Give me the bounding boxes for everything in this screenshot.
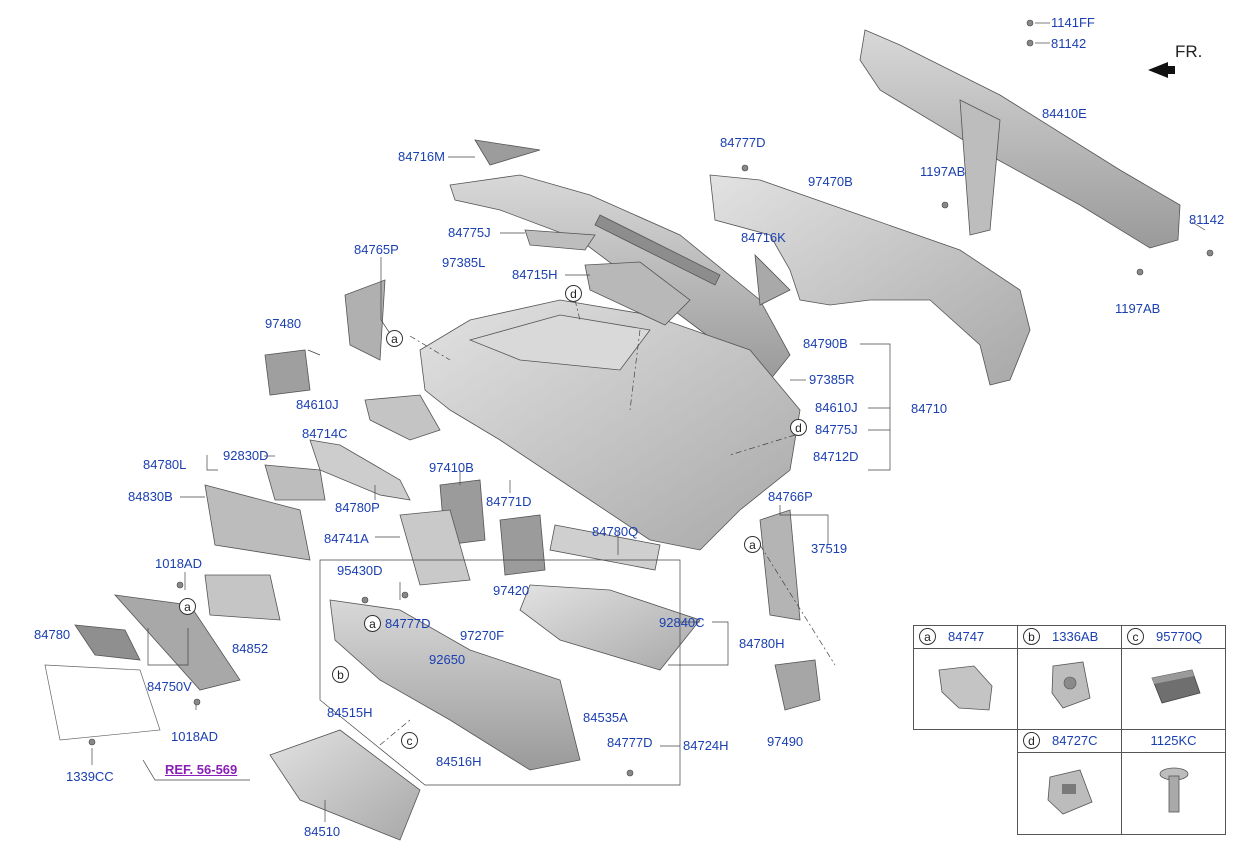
part-label[interactable]: 97410B (429, 460, 474, 475)
legend-part[interactable]: 95770Q (1156, 629, 1203, 644)
reference-link[interactable]: REF. 56-569 (165, 762, 238, 777)
part-label[interactable]: 1339CC (66, 769, 114, 784)
callout-circle: b (332, 666, 349, 683)
part-label[interactable]: 84610J (296, 397, 339, 412)
legend-part[interactable]: 1336AB (1052, 629, 1099, 644)
legend-header: c 95770Q (1122, 626, 1225, 649)
part-label[interactable]: 84710 (911, 401, 948, 416)
part-label[interactable]: 97270F (460, 628, 505, 643)
part-label[interactable]: 84780L (143, 457, 187, 472)
part-label[interactable]: 81142 (1051, 36, 1087, 51)
part-label[interactable]: 92650 (429, 652, 466, 667)
part-label[interactable]: 1018AD (155, 556, 202, 571)
legend-letter: c (1127, 628, 1144, 645)
part-label[interactable]: 84780Q (592, 524, 639, 539)
legend-header: b 1336AB (1018, 626, 1121, 649)
retainer-clip-icon (1047, 769, 1093, 815)
part-label[interactable]: 97490 (767, 734, 804, 749)
part-label[interactable]: 84830B (128, 489, 173, 504)
part-label[interactable]: 84410E (1042, 106, 1087, 121)
part-label[interactable]: 84516H (436, 754, 482, 769)
part-label[interactable]: 84771D (486, 494, 532, 509)
fastener-legend: a 84747 b 1336AB c 95770Q d 84727C (913, 625, 1226, 835)
part-label[interactable]: 84780 (34, 627, 71, 642)
legend-header: 1125KC (1122, 730, 1225, 753)
legend-cell-c[interactable]: c 95770Q (1121, 625, 1226, 730)
part-label[interactable]: 84780H (739, 636, 785, 651)
part-label[interactable]: 84780P (335, 500, 380, 515)
part-label[interactable]: 84715H (512, 267, 558, 282)
legend-part[interactable]: 84747 (948, 629, 985, 644)
legend-letter: a (919, 628, 936, 645)
legend-letter: d (1023, 732, 1040, 749)
legend-cell-b[interactable]: b 1336AB (1017, 625, 1122, 730)
main-dash-panel (419, 299, 801, 551)
part-label[interactable]: 84716K (741, 230, 786, 245)
part-label[interactable]: 97385L (442, 255, 486, 270)
part-label[interactable]: 92840C (659, 615, 705, 630)
cross-car-beam (859, 29, 1181, 249)
part-label[interactable]: 84775J (448, 225, 491, 240)
legend-letter: b (1023, 628, 1040, 645)
part-label[interactable]: 84777D (607, 735, 653, 750)
part-label[interactable]: 84765P (354, 242, 399, 257)
part-label[interactable]: 81142 (1189, 212, 1225, 227)
front-arrow-icon (1148, 62, 1175, 78)
bolt-icon (1159, 767, 1189, 813)
part-label[interactable]: 84610J (815, 400, 858, 415)
clip-icon (938, 665, 993, 711)
callout-circle: c (401, 732, 418, 749)
part-label[interactable]: 97385R (809, 372, 855, 387)
part-label[interactable]: 84777D (385, 616, 431, 631)
callout-circle: d (565, 285, 582, 302)
part-label[interactable]: 84510 (304, 824, 341, 839)
part-label[interactable]: 1018AD (171, 729, 218, 744)
callout-circle: d (790, 419, 807, 436)
part-label[interactable]: 97480 (265, 316, 302, 331)
callout-circle: a (386, 330, 403, 347)
part-label[interactable]: 84535A (583, 710, 628, 725)
part-label[interactable]: 84777D (720, 135, 766, 150)
legend-part[interactable]: 1125KC (1150, 733, 1197, 748)
legend-part[interactable]: 84727C (1052, 733, 1098, 748)
part-label[interactable]: 84775J (815, 422, 858, 437)
part-label[interactable]: 84741A (324, 531, 369, 546)
nut-clip-icon (1051, 661, 1091, 709)
part-label[interactable]: 84790B (803, 336, 848, 351)
part-label[interactable]: 97470B (808, 174, 853, 189)
part-label[interactable]: 92830D (223, 448, 269, 463)
part-label[interactable]: 84515H (327, 705, 373, 720)
callout-circle: a (364, 615, 381, 632)
part-label[interactable]: 84716M (398, 149, 445, 164)
part-label[interactable]: 37519 (811, 541, 848, 556)
cluster-hood (204, 484, 311, 561)
part-label[interactable]: 84724H (683, 738, 729, 753)
air-duct (709, 174, 1031, 386)
part-label[interactable]: 84750V (147, 679, 192, 694)
front-direction-label: FR. (1175, 42, 1203, 61)
legend-cell-d[interactable]: d 84727C (1017, 729, 1122, 835)
legend-header: d 84727C (1018, 730, 1121, 753)
legend-cell-a[interactable]: a 84747 (913, 625, 1018, 730)
part-label[interactable]: 84714C (302, 426, 348, 441)
connector-icon (1151, 669, 1201, 704)
part-label[interactable]: 95430D (337, 563, 383, 578)
part-label[interactable]: 97420 (493, 583, 530, 598)
part-label[interactable]: 1141FF (1051, 15, 1095, 30)
part-label[interactable]: 84766P (768, 489, 813, 504)
callout-circle: a (179, 598, 196, 615)
part-label[interactable]: 84852 (232, 641, 269, 656)
legend-header: a 84747 (914, 626, 1017, 649)
callout-circle: a (744, 536, 761, 553)
part-label[interactable]: 84712D (813, 449, 859, 464)
legend-cell-bolt[interactable]: 1125KC (1121, 729, 1226, 835)
part-label[interactable]: 1197AB (1115, 301, 1161, 316)
part-label[interactable]: 1197AB (920, 164, 966, 179)
